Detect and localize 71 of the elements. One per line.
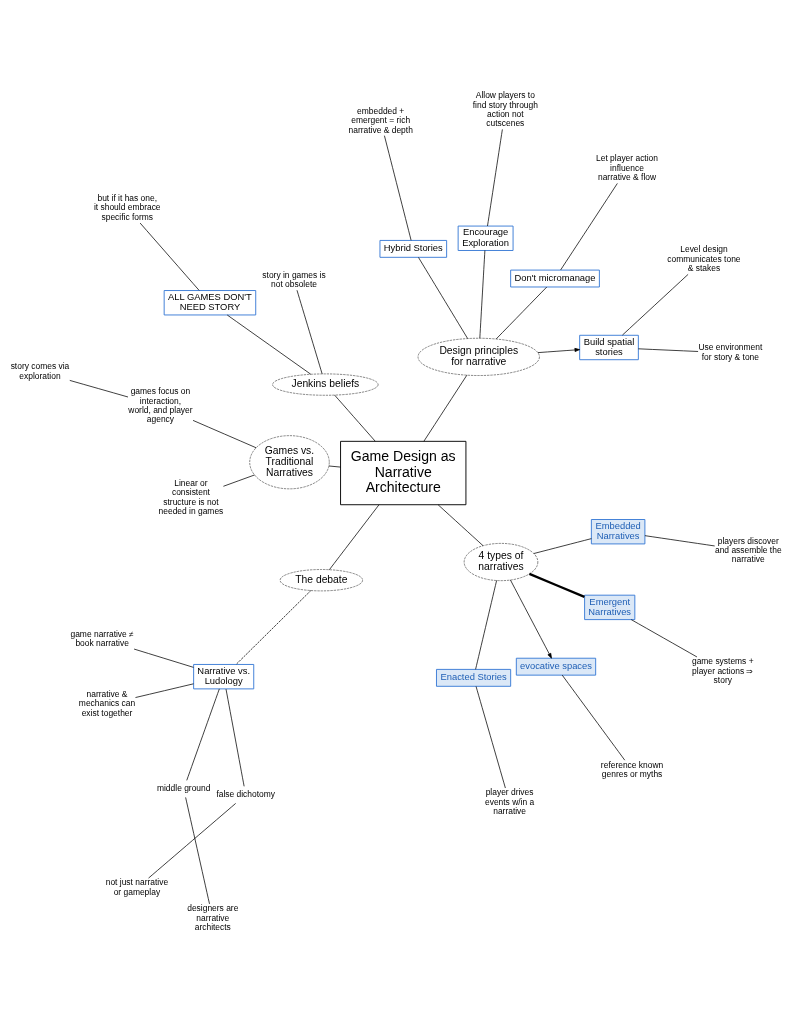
connector	[192, 420, 257, 449]
node-box: Encourage Exploration	[457, 225, 514, 251]
connector	[479, 250, 486, 339]
connector	[384, 135, 412, 241]
node-text: designers are narrative architects	[187, 903, 239, 933]
node-text: embedded + emergent = rich narrative & depth	[348, 105, 413, 135]
connector	[630, 619, 698, 658]
node-text: game systems + player actions ⇒ story	[691, 656, 754, 686]
connector	[475, 580, 497, 670]
node-text: Use environment for story & tone	[698, 342, 763, 362]
connector	[69, 380, 129, 398]
node-text: not just narrative or gameplay	[105, 877, 169, 897]
connector	[235, 590, 312, 665]
connector	[475, 686, 506, 789]
node-text: Let player action influence narrative & flow	[596, 153, 658, 183]
connector	[638, 348, 699, 352]
connector	[622, 274, 689, 336]
node-box: Hybrid Stories	[379, 239, 448, 258]
connector	[296, 289, 323, 375]
node-ellipse: Jenkins beliefs	[272, 373, 379, 396]
node-ellipse: 4 types of narratives	[463, 543, 539, 581]
node-box: ALL GAMES DON'T NEED STORY	[163, 290, 257, 316]
node-text: games focus on interaction, world, and player agency	[128, 386, 193, 425]
connector	[139, 222, 200, 291]
node-ellipse: Games vs. Traditional Narratives	[249, 435, 330, 490]
connector	[528, 572, 585, 598]
node-text: Allow players to find story through action not cutscenes	[472, 90, 538, 129]
connector	[135, 683, 194, 698]
connector	[487, 129, 503, 227]
node-box: Embedded Narratives	[590, 519, 646, 545]
node-text: but if it has one, it should embrace specific forms	[93, 193, 161, 222]
arrow	[537, 347, 580, 353]
connector	[133, 648, 194, 668]
node-text: Level design communicates tone & stakes	[667, 244, 741, 274]
node-text: players discover and assemble the narrative	[714, 535, 782, 565]
node-box: Build spatial stories	[579, 334, 639, 361]
node-box: Game Design as Narrative Architecture	[340, 440, 467, 506]
node-text: story in games is not obsolete	[262, 269, 326, 290]
connector	[334, 394, 376, 442]
node-box: Enacted Stories	[436, 668, 512, 687]
node-text: reference known genres or myths	[600, 759, 664, 779]
node-text: false dichotomy	[216, 788, 276, 799]
node-box: Narrative vs. Ludology	[193, 664, 255, 690]
connector	[226, 314, 312, 375]
connector	[148, 803, 237, 879]
connector	[437, 504, 484, 547]
connector	[329, 504, 380, 571]
node-text: player drives events w/in a narrative	[484, 787, 535, 817]
arrow	[510, 579, 552, 659]
node-box: Don't micromanage	[510, 269, 600, 288]
connector	[225, 688, 245, 787]
node-text: game narrative ≠ book narrative	[70, 628, 134, 648]
node-text: Linear or consistent structure is not needed in games	[158, 478, 224, 517]
node-text: story comes via exploration	[10, 361, 70, 381]
node-text: middle ground	[156, 782, 211, 793]
node-text: narrative & mechanics can exist together	[78, 688, 136, 718]
node-box: Emergent Narratives	[584, 594, 636, 621]
connector	[644, 535, 716, 547]
node-box: evocative spaces	[515, 657, 597, 676]
connector	[223, 474, 255, 487]
connector	[418, 257, 469, 339]
connector	[495, 286, 548, 340]
connector	[561, 674, 626, 761]
connector	[560, 183, 618, 271]
node-ellipse: Design principles for narrative	[417, 338, 540, 376]
connector	[533, 538, 592, 554]
connector	[328, 465, 341, 468]
node-ellipse: The debate	[279, 569, 363, 592]
connector	[423, 374, 468, 442]
connector	[186, 688, 220, 781]
connector	[185, 797, 210, 905]
